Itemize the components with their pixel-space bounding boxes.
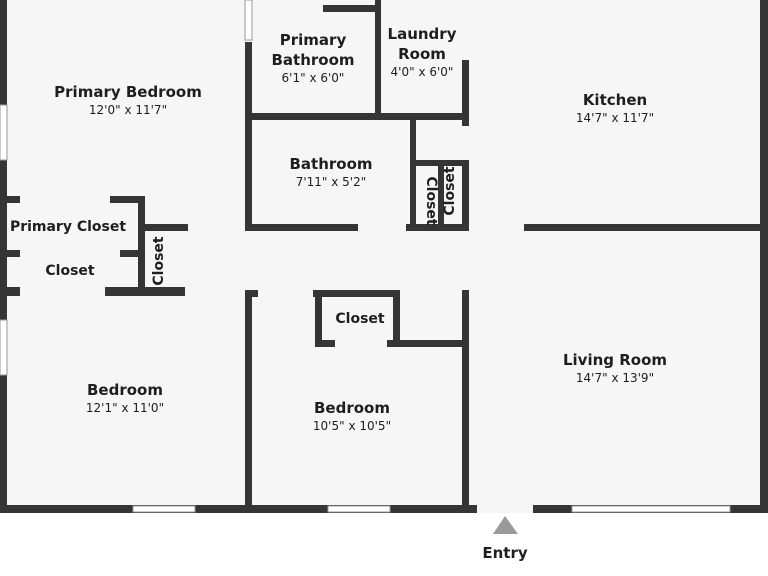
primary-bedroom-name: Primary Bedroom bbox=[54, 83, 202, 101]
primary-bathroom-name-line1: Primary bbox=[280, 31, 347, 49]
bedroom-middle-name: Bedroom bbox=[314, 399, 390, 417]
door-openings bbox=[20, 128, 533, 513]
bedroom-left-name: Bedroom bbox=[87, 381, 163, 399]
bath-closet-2-label: Closet bbox=[442, 166, 458, 216]
vertical-closet-label: Closet bbox=[151, 236, 167, 286]
kitchen-dims: 14'7" x 11'7" bbox=[576, 111, 654, 125]
primary-bathroom-dims: 6'1" x 6'0" bbox=[282, 71, 345, 85]
bathroom-name: Bathroom bbox=[289, 155, 372, 173]
entry-label: Entry bbox=[482, 544, 527, 562]
bath-closet-1-label: Closet bbox=[423, 176, 439, 226]
living-room-dims: 14'7" x 13'9" bbox=[576, 371, 654, 385]
living-room-name: Living Room bbox=[563, 351, 667, 369]
bathroom-dims: 7'11" x 5'2" bbox=[296, 175, 367, 189]
bedroom-left-dims: 12'1" x 11'0" bbox=[86, 401, 164, 415]
primary-bathroom-name-line2: Bathroom bbox=[271, 51, 354, 69]
bedroom-closet-label: Closet bbox=[335, 311, 385, 327]
laundry-room-dims: 4'0" x 6'0" bbox=[391, 65, 454, 79]
primary-closet-label: Primary Closet bbox=[10, 219, 126, 235]
laundry-room-name-line1: Laundry bbox=[388, 25, 457, 43]
windows bbox=[0, 0, 731, 513]
entry-arrow-icon bbox=[493, 516, 518, 534]
laundry-room-name-line2: Room bbox=[398, 45, 446, 63]
primary-bedroom-dims: 12'0" x 11'7" bbox=[89, 103, 167, 117]
hall-closet-label: Closet bbox=[45, 263, 95, 279]
bedroom-middle-dims: 10'5" x 10'5" bbox=[313, 419, 391, 433]
kitchen-name: Kitchen bbox=[583, 91, 647, 109]
